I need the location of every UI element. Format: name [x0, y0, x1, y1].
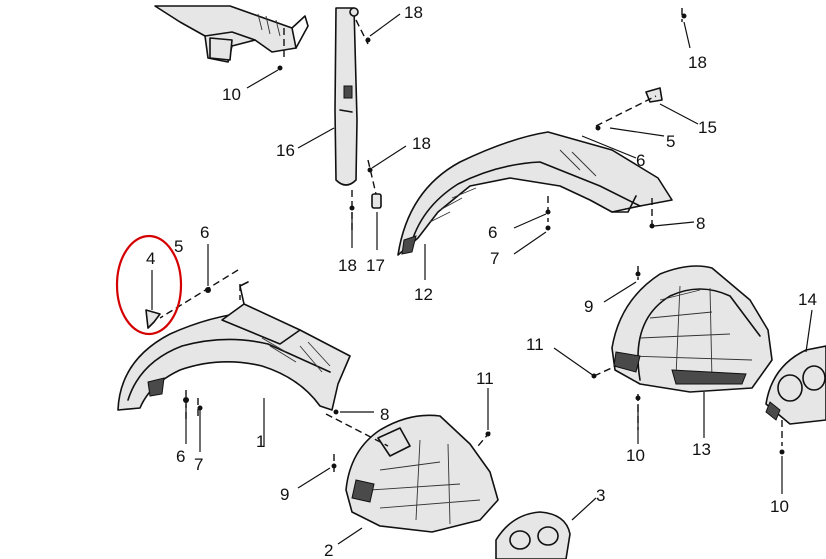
callout-5-left: 5	[174, 237, 183, 256]
callout-7-bottom: 7	[194, 455, 203, 474]
callout-12: 12	[414, 285, 433, 304]
callout-11-center: 11	[476, 369, 494, 388]
callout-16: 16	[276, 141, 295, 160]
callout-6-bottom: 6	[176, 447, 185, 466]
callout-10-middle: 10	[626, 446, 645, 465]
callout-4: 4	[146, 249, 155, 268]
callout-8-upper: 8	[696, 214, 705, 233]
callout-6-left: 6	[200, 223, 209, 242]
callout-3: 3	[596, 486, 605, 505]
lens-part-14	[765, 345, 826, 425]
bracket-top-left	[154, 5, 309, 63]
highlight-circle	[115, 234, 183, 336]
callout-17: 17	[366, 256, 385, 275]
callout-6-upper-right: 6	[636, 151, 645, 170]
callout-2: 2	[324, 541, 333, 559]
callout-6-mid: 6	[488, 223, 497, 242]
callout-1: 1	[256, 432, 265, 451]
callout-labels: 18 18 10 15 5 16 18 6 8 6 6 5 4 7 18 17 …	[146, 3, 817, 559]
lens-part-3	[495, 511, 571, 559]
callout-14: 14	[798, 290, 817, 309]
callout-18-top: 18	[404, 3, 423, 22]
housing-part-2	[345, 414, 499, 533]
fender-part-1	[117, 281, 351, 411]
callout-10-top-left: 10	[222, 85, 241, 104]
callout-13: 13	[692, 440, 711, 459]
leader-lines	[151, 13, 813, 545]
fasteners	[145, 87, 663, 329]
callout-9-right: 9	[584, 297, 593, 316]
callout-18-top-right: 18	[688, 53, 707, 72]
callout-18-rod: 18	[338, 256, 357, 275]
callout-11-right: 11	[526, 335, 544, 354]
fender-part-12	[397, 131, 673, 256]
callout-10-right: 10	[770, 497, 789, 516]
assembly-lines	[159, 8, 783, 474]
callout-5-upper: 5	[666, 132, 675, 151]
rod-part-16	[334, 7, 359, 186]
callout-9-bottom: 9	[280, 485, 289, 504]
callout-7-mid: 7	[490, 249, 499, 268]
callout-15: 15	[698, 118, 717, 137]
housing-part-13	[611, 265, 773, 393]
callout-18-middle: 18	[412, 134, 431, 153]
callout-8-lower: 8	[380, 405, 389, 424]
